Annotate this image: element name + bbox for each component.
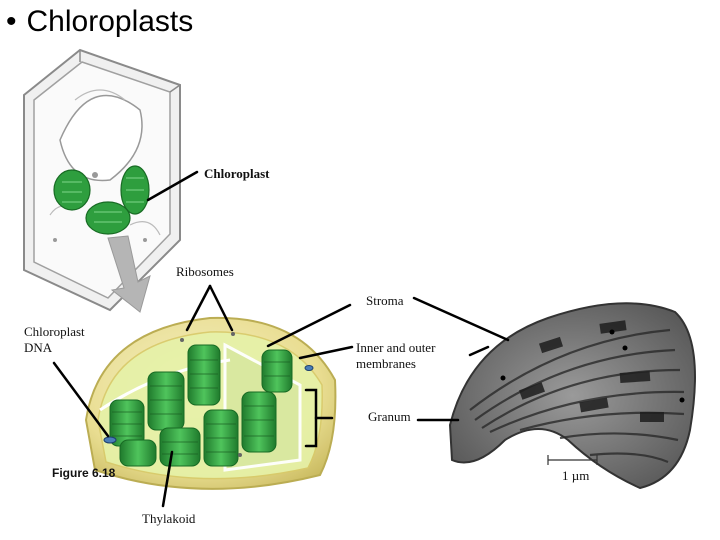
figure-label: Figure 6.18 xyxy=(52,466,116,480)
leader-stroma-right xyxy=(412,296,510,342)
zoom-arrow-icon xyxy=(107,235,151,313)
leader-ribosome-right xyxy=(208,284,234,332)
scale-bar xyxy=(547,455,598,465)
leader-thylakoid xyxy=(161,450,174,508)
plant-cell-illustration xyxy=(23,48,181,313)
cell-chloroplast-cluster xyxy=(53,165,150,235)
label-chloroplast-dna-line1: Chloroplast xyxy=(24,324,85,339)
ribosome-dot xyxy=(180,338,184,342)
chloroplast-cutaway-illustration xyxy=(84,316,337,490)
leader-membranes-left xyxy=(298,345,354,360)
title-text: Chloroplasts xyxy=(26,5,194,38)
label-stroma: Stroma xyxy=(366,293,404,308)
grana-stacks xyxy=(109,344,293,467)
label-membranes-line2: membranes xyxy=(356,356,416,371)
leader-ribosome-left xyxy=(185,284,212,332)
slide-title: • Chloroplasts xyxy=(6,2,193,42)
leader-membranes-right xyxy=(468,345,490,357)
label-chloroplast-dna-line2: DNA xyxy=(24,340,53,355)
label-thylakoid: Thylakoid xyxy=(142,511,196,526)
chloroplast-dna-dot xyxy=(103,436,117,444)
label-membranes-line1: Inner and outer xyxy=(356,340,436,355)
leader-chloroplast xyxy=(146,170,199,202)
label-membranes: Inner and outer membranes xyxy=(356,340,435,372)
label-chloroplast-dna: Chloroplast DNA xyxy=(24,324,85,356)
title-bullet: • xyxy=(6,5,17,38)
label-chloroplast: Chloroplast xyxy=(204,166,270,181)
label-granum: Granum xyxy=(368,409,411,424)
electron-micrograph xyxy=(448,302,696,490)
leader-dna xyxy=(52,361,110,438)
leader-stroma-left xyxy=(266,303,352,348)
label-ribosomes: Ribosomes xyxy=(176,264,234,279)
scale-bar-label: 1 µm xyxy=(562,468,590,483)
leader-lines xyxy=(52,170,510,508)
